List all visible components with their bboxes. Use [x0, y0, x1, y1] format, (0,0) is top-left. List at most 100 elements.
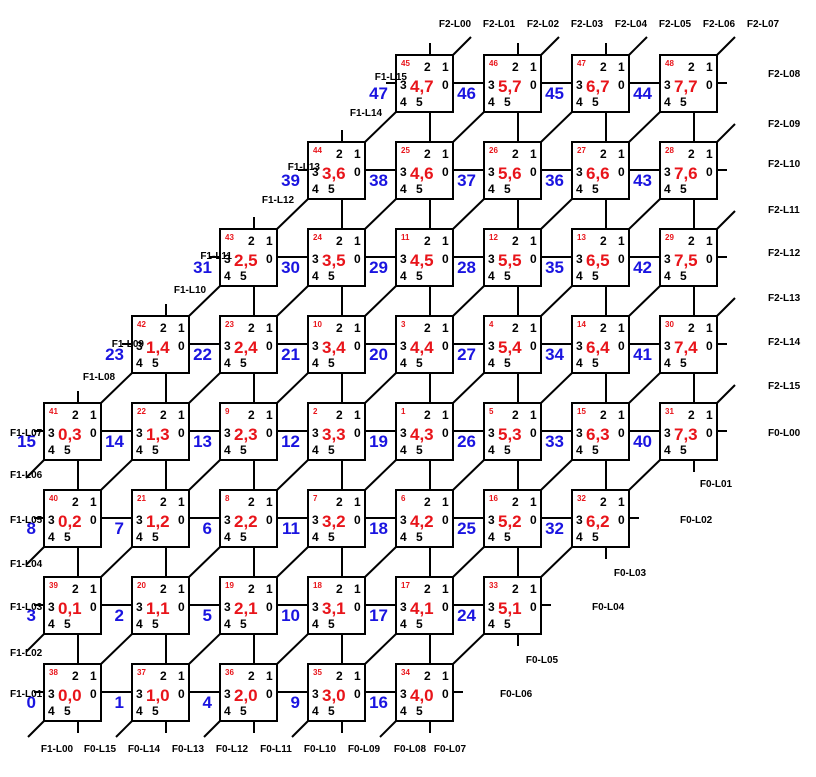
port-label: 0 — [442, 165, 449, 179]
node-coordinate: 0,0 — [58, 686, 82, 705]
node-coordinate: 3,0 — [322, 686, 346, 705]
port-label: 1 — [354, 408, 361, 422]
port-label: 2 — [424, 408, 431, 422]
node-coordinate: 1,2 — [146, 512, 170, 531]
port-label: 0 — [266, 600, 273, 614]
link-line — [188, 633, 221, 665]
node-id: 6 — [401, 494, 406, 503]
link-line — [540, 459, 573, 491]
port-label: 1 — [706, 147, 713, 161]
port-label: 4 — [664, 269, 671, 283]
link-line — [452, 633, 485, 665]
node-coordinate: 3,2 — [322, 512, 346, 531]
port-label: 2 — [248, 408, 255, 422]
node-coordinate: 6,2 — [586, 512, 610, 531]
node-id: 16 — [489, 494, 498, 503]
port-label: 3 — [48, 513, 55, 527]
port-label: 4 — [576, 443, 583, 457]
port-label: 4 — [576, 95, 583, 109]
port-label: 4 — [48, 530, 55, 544]
port-label: 4 — [488, 443, 495, 457]
external-link-label: F2-L10 — [768, 159, 801, 170]
port-label: 1 — [266, 582, 273, 596]
port-label: 5 — [152, 617, 159, 631]
external-link-label: F2-L05 — [659, 19, 692, 30]
node-box — [571, 141, 630, 200]
link-line — [628, 36, 648, 56]
node-coordinate: 0,3 — [58, 425, 82, 444]
port-label: 5 — [328, 182, 335, 196]
link-number: 30 — [281, 258, 300, 277]
node-box — [219, 402, 278, 461]
link-line — [25, 546, 45, 566]
port-label: 2 — [424, 60, 431, 74]
port-label: 0 — [530, 78, 537, 92]
node-box — [219, 489, 278, 548]
external-link-label: F1-L07 — [10, 428, 43, 439]
node-box — [131, 663, 190, 722]
node-coordinate: 4,4 — [410, 338, 434, 357]
port-label: 3 — [400, 513, 407, 527]
port-label: 2 — [424, 669, 431, 683]
port-label: 4 — [664, 182, 671, 196]
node-box — [219, 576, 278, 635]
link-line — [628, 111, 661, 143]
link-line — [188, 546, 221, 578]
node-id: 21 — [137, 494, 146, 503]
port-label: 3 — [488, 513, 495, 527]
port-label: 5 — [504, 443, 511, 457]
link-line — [276, 285, 309, 317]
link-number: 25 — [457, 519, 476, 538]
link-line — [716, 297, 736, 317]
node-coordinate: 7,3 — [674, 425, 698, 444]
port-label: 2 — [336, 147, 343, 161]
link-line — [628, 459, 661, 491]
port-label: 1 — [618, 234, 625, 248]
port-label: 2 — [424, 495, 431, 509]
external-link-label: F2-L03 — [571, 19, 604, 30]
port-label: 5 — [416, 182, 423, 196]
port-label: 5 — [328, 356, 335, 370]
port-label: 1 — [530, 408, 537, 422]
port-label: 3 — [312, 600, 319, 614]
node-box — [307, 228, 366, 287]
node-box — [659, 402, 718, 461]
port-label: 4 — [488, 617, 495, 631]
node-id: 23 — [225, 320, 234, 329]
external-link-label: F1-L10 — [174, 285, 207, 296]
link-line — [628, 372, 661, 404]
node-coordinate: 4,6 — [410, 164, 434, 183]
node-id: 2 — [313, 407, 318, 416]
port-label: 3 — [312, 339, 319, 353]
external-link-label: F1-L05 — [10, 515, 43, 526]
port-label: 3 — [136, 600, 143, 614]
port-label: 5 — [416, 704, 423, 718]
node-id: 35 — [313, 668, 322, 677]
port-label: 0 — [178, 426, 185, 440]
port-label: 5 — [240, 617, 247, 631]
port-label: 4 — [488, 530, 495, 544]
port-label: 1 — [618, 321, 625, 335]
node-coordinate: 1,4 — [146, 338, 170, 357]
node-id: 5 — [489, 407, 494, 416]
port-label: 0 — [354, 339, 361, 353]
port-label: 2 — [248, 234, 255, 248]
port-label: 0 — [530, 339, 537, 353]
port-label: 5 — [64, 530, 71, 544]
node-box — [43, 402, 102, 461]
link-number: 9 — [291, 693, 300, 712]
port-label: 1 — [354, 495, 361, 509]
link-number: 31 — [193, 258, 212, 277]
port-label: 2 — [160, 321, 167, 335]
link-number: 20 — [369, 345, 388, 364]
link-number: 42 — [633, 258, 652, 277]
node-id: 10 — [313, 320, 322, 329]
port-label: 1 — [178, 582, 185, 596]
link-line — [276, 459, 309, 491]
external-link-label: F1-L15 — [375, 72, 408, 83]
